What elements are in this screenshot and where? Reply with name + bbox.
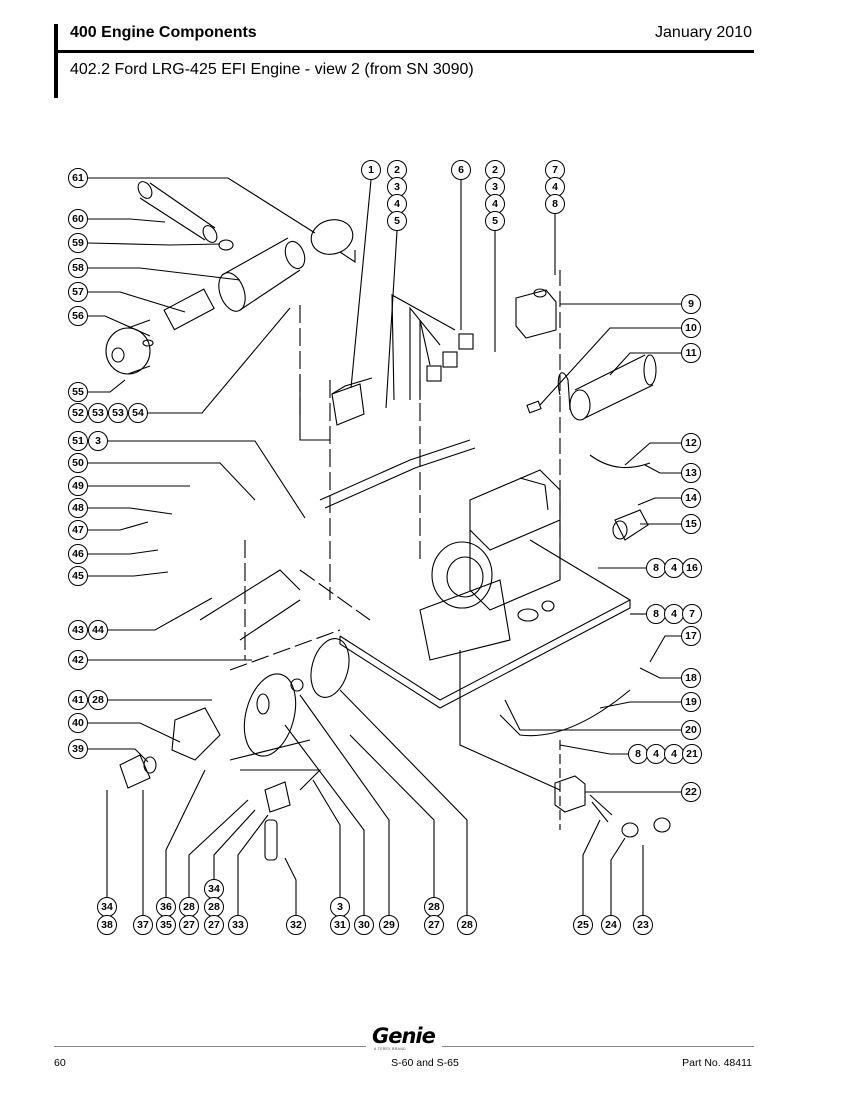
callout-39: 39 <box>68 739 88 759</box>
callout-54: 54 <box>128 403 148 423</box>
callout-47: 47 <box>68 520 88 540</box>
callout-41: 41 <box>68 690 88 710</box>
page-number: 60 <box>54 1057 66 1069</box>
callout-15: 15 <box>681 514 701 534</box>
callout-17: 17 <box>681 626 701 646</box>
callout-1: 1 <box>361 160 381 180</box>
pump-drive-assembly <box>119 638 350 861</box>
header-left-bar <box>54 24 58 98</box>
callout-24: 24 <box>601 915 621 935</box>
publication-date: January 2010 <box>655 24 752 41</box>
callout-8: 8 <box>628 744 648 764</box>
air-cleaner-assembly <box>105 181 356 375</box>
callout-28: 28 <box>424 897 444 917</box>
callout-22: 22 <box>681 782 701 802</box>
callout-28: 28 <box>457 915 477 935</box>
callout-27: 27 <box>179 915 199 935</box>
callout-60: 60 <box>68 209 88 229</box>
callout-50: 50 <box>68 453 88 473</box>
callout-61: 61 <box>68 168 88 188</box>
callout-31: 31 <box>330 915 350 935</box>
callout-4: 4 <box>664 558 684 578</box>
callout-27: 27 <box>424 915 444 935</box>
callout-5: 5 <box>387 211 407 231</box>
callout-58: 58 <box>68 258 88 278</box>
callout-6: 6 <box>451 160 471 180</box>
callout-10: 10 <box>681 318 701 338</box>
callout-38: 38 <box>97 915 117 935</box>
callout-40: 40 <box>68 713 88 733</box>
callout-45: 45 <box>68 566 88 586</box>
brand-tagline: A TEREX BRAND <box>374 1047 406 1051</box>
callout-42: 42 <box>68 650 88 670</box>
callout-55: 55 <box>68 382 88 402</box>
callout-19: 19 <box>681 692 701 712</box>
callout-36: 36 <box>156 897 176 917</box>
footer-rule-left <box>54 1046 366 1047</box>
callout-28: 28 <box>88 690 108 710</box>
callout-14: 14 <box>681 488 701 508</box>
callout-59: 59 <box>68 233 88 253</box>
callout-11: 11 <box>681 343 701 363</box>
callout-56: 56 <box>68 306 88 326</box>
callout-8: 8 <box>545 194 565 214</box>
callout-28: 28 <box>179 897 199 917</box>
callout-3: 3 <box>330 897 350 917</box>
callout-53: 53 <box>88 403 108 423</box>
callout-5: 5 <box>485 211 505 231</box>
callout-25: 25 <box>573 915 593 935</box>
callout-8: 8 <box>646 604 666 624</box>
engine-block <box>419 469 649 661</box>
callout-4: 4 <box>664 744 684 764</box>
coolant-tank <box>515 270 561 560</box>
callout-44: 44 <box>88 620 108 640</box>
callout-57: 57 <box>68 282 88 302</box>
callout-53: 53 <box>108 403 128 423</box>
engine-base-plate <box>199 539 632 737</box>
section-title: 400 Engine Components <box>70 24 257 41</box>
callout-12: 12 <box>681 433 701 453</box>
hydraulic-manifold <box>459 650 671 838</box>
model-names: S-60 and S-65 <box>391 1057 459 1069</box>
dashed-lines <box>229 305 421 671</box>
callout-35: 35 <box>156 915 176 935</box>
callout-29: 29 <box>379 915 399 935</box>
callout-28: 28 <box>204 897 224 917</box>
muffler <box>526 354 657 469</box>
header-rule <box>54 50 754 53</box>
callout-21: 21 <box>682 744 702 764</box>
callout-18: 18 <box>681 668 701 688</box>
callout-37: 37 <box>133 915 153 935</box>
callout-23: 23 <box>633 915 653 935</box>
part-number: Part No. 48411 <box>682 1057 752 1069</box>
genie-logo: Genie <box>372 1024 436 1048</box>
callout-32: 32 <box>286 915 306 935</box>
callout-48: 48 <box>68 498 88 518</box>
callout-49: 49 <box>68 476 88 496</box>
callout-8: 8 <box>646 558 666 578</box>
callout-43: 43 <box>68 620 88 640</box>
callout-20: 20 <box>681 720 701 740</box>
leader-lines <box>87 177 681 915</box>
callout-27: 27 <box>204 915 224 935</box>
callout-33: 33 <box>228 915 248 935</box>
callout-34: 34 <box>97 897 117 917</box>
callout-4: 4 <box>646 744 666 764</box>
callout-34: 34 <box>204 879 224 899</box>
figure-subtitle: 402.2 Ford LRG-425 EFI Engine - view 2 (… <box>70 61 474 78</box>
footer-rule-right <box>442 1046 754 1047</box>
callout-13: 13 <box>681 463 701 483</box>
callout-16: 16 <box>682 558 702 578</box>
callout-9: 9 <box>681 294 701 314</box>
callout-30: 30 <box>354 915 374 935</box>
callout-4: 4 <box>664 604 684 624</box>
callout-46: 46 <box>68 544 88 564</box>
ecm-and-relays <box>299 294 476 509</box>
callout-52: 52 <box>68 403 88 423</box>
callout-7: 7 <box>682 604 702 624</box>
callout-51: 51 <box>68 431 88 451</box>
callout-3: 3 <box>88 431 108 451</box>
